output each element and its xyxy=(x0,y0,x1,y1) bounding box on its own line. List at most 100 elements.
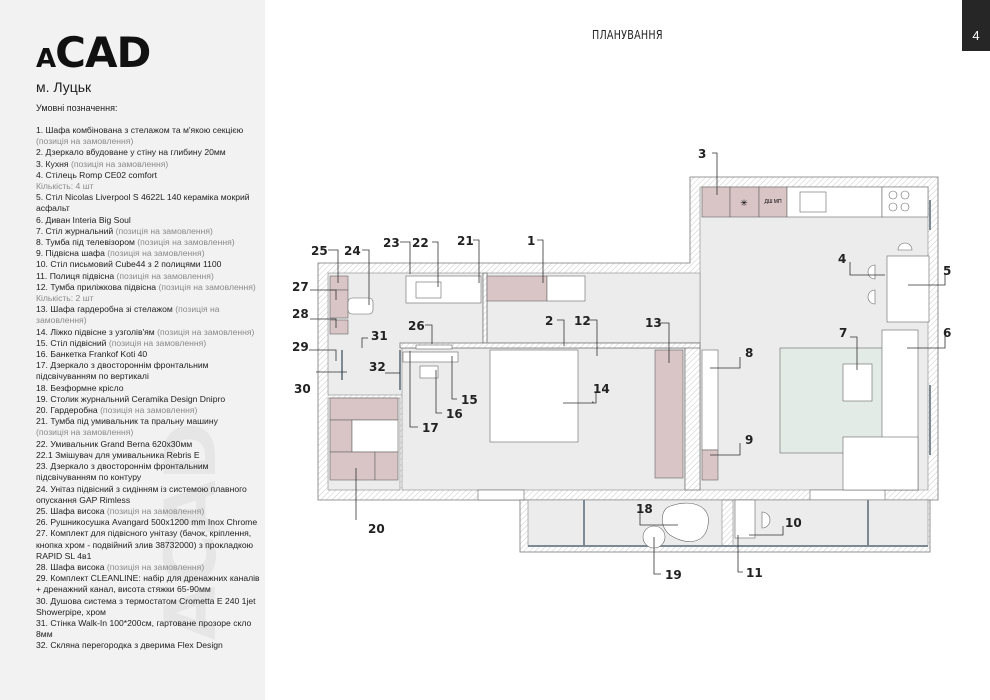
logo-prefix: A xyxy=(36,44,56,74)
legend-item-text: 21. Тумба під умивальник та пральну маши… xyxy=(36,416,218,427)
legend-item: 22.1 Змішувач для умивальника Rebris E xyxy=(36,450,261,461)
legend-item-text: 2. Дзеркало вбудоване у стіну на глибину… xyxy=(36,147,226,158)
legend-item-text: 15. Стіл підвісний xyxy=(36,337,109,348)
legend-item-text: 8. Тумба під телевізором xyxy=(36,237,138,248)
legend-item: 9. Підвісна шафа (позиція на замовлення) xyxy=(36,248,261,259)
legend-item-text: 22. Умивальник Grand Berna 620x30мм xyxy=(36,438,193,449)
callout-29: 29 xyxy=(292,340,309,354)
callout-2: 2 xyxy=(545,314,553,328)
legend-item: Кількість: 4 шт xyxy=(36,181,261,192)
legend-item: 10. Стіл письмовий Cube44 з 2 полицями 1… xyxy=(36,259,261,270)
legend-item-text: 13. Шафа гардеробна зі стелажом xyxy=(36,304,176,315)
legend-item: 1. Шафа комбінована з стелажом та м'якою… xyxy=(36,125,261,136)
callout-1: 1 xyxy=(527,234,535,248)
legend-item-text: 5. Стіл Nicolas Liverpool S 4622L 140 ке… xyxy=(36,192,250,214)
legend-item-text: 4. Стілець Romp CE02 comfort xyxy=(36,169,158,180)
callout-12: 12 xyxy=(574,314,591,328)
callout-18: 18 xyxy=(636,502,653,516)
legend-item: 16. Банкетка Frankof Koti 40 xyxy=(36,349,261,360)
callout-9: 9 xyxy=(745,433,753,447)
callout-27: 27 xyxy=(292,280,309,294)
callout-21: 21 xyxy=(457,234,474,248)
legend-item-text: 19. Столик журнальний Ceramika Design Dn… xyxy=(36,393,226,404)
legend-item: 11. Полиця підвісна (позиція на замовлен… xyxy=(36,271,261,282)
tv-unit xyxy=(701,349,719,451)
legend-item-text: 25. Шафа висока xyxy=(36,505,107,516)
logo: ACAD xyxy=(36,28,151,82)
legend-item-text: 26. Рушникосушка Avangard 500x1200 mm In… xyxy=(36,517,258,528)
legend-item: 5. Стіл Nicolas Liverpool S 4622L 140 ке… xyxy=(36,192,261,214)
legend-item: 20. Гардеробна (позиція на замовлення) xyxy=(36,405,261,416)
coffee-table xyxy=(842,363,873,402)
legend-item-text: 6. Диван Interia Big Soul xyxy=(36,214,131,225)
legend-item-note: (позиція на замовлення) xyxy=(36,136,134,147)
legend-item-text: 23. Дзеркало з двостороннім фронтальним … xyxy=(36,461,209,483)
legend-item-text: 18. Безформне крісло xyxy=(36,382,124,393)
callout-32: 32 xyxy=(369,360,386,374)
legend-item-text: 7. Стіл журнальний xyxy=(36,225,116,236)
callout-28: 28 xyxy=(292,307,309,321)
legend-item: 30. Душова система з термостатом Cromett… xyxy=(36,596,261,618)
legend-item: 12. Тумба приліжкова підвісна (позиція н… xyxy=(36,282,261,293)
legend-item: 14. Ліжко підвісне з узголів'ям (позиція… xyxy=(36,327,261,338)
legend-item: 24. Унітаз підвісний з сидінням із систе… xyxy=(36,484,261,506)
callout-5: 5 xyxy=(943,264,951,278)
legend-item-text: 27. Комплект для підвісного унітазу (бач… xyxy=(36,528,254,561)
callout-6: 6 xyxy=(943,326,951,340)
callout-22: 22 xyxy=(412,236,429,250)
legend-item: 4. Стілець Romp CE02 comfort xyxy=(36,170,261,181)
legend-item: 23. Дзеркало з двостороннім фронтальним … xyxy=(36,461,261,483)
legend-item-text: 9. Підвісна шафа xyxy=(36,248,108,259)
legend-item-text: 24. Унітаз підвісний з сидінням із систе… xyxy=(36,483,247,505)
legend-item-text: 20. Гардеробна xyxy=(36,405,101,416)
legend-item-note: (позиція на замовлення) xyxy=(137,237,235,248)
callouts xyxy=(309,152,946,575)
kitchen-cabinet xyxy=(701,186,731,218)
legend-item-note: (позиція на замовлення) xyxy=(108,337,207,348)
legend-item: 7. Стіл журнальний (позиція на замовленн… xyxy=(36,226,261,237)
legend-item-note: (позиція на замовлення) xyxy=(116,270,214,281)
legend-item-text: 28. Шафа висока xyxy=(36,561,107,572)
city: м. Луцьк xyxy=(36,79,92,95)
legend-item: 2. Дзеркало вбудоване у стіну на глибину… xyxy=(36,147,261,158)
legend-item: 17. Дзеркало з двостороннім фронтальним … xyxy=(36,360,261,382)
legend-item-note: (позиція на замовлення) xyxy=(158,281,256,292)
logo-main: CAD xyxy=(55,28,151,77)
callout-19: 19 xyxy=(665,568,682,582)
legend-item: 18. Безформне крісло xyxy=(36,383,261,394)
legend-item: (позиція на замовлення) xyxy=(36,136,261,147)
legend-item-text: 32. Скляна перегородка з дверима Flex De… xyxy=(36,640,223,651)
shelf-unit xyxy=(486,275,548,302)
oven-icon: ✳ xyxy=(740,198,748,208)
legend-item: 13. Шафа гардеробна зі стелажом (позиція… xyxy=(36,304,261,326)
callout-7: 7 xyxy=(839,326,847,340)
legend-item: 32. Скляна перегородка з дверима Flex De… xyxy=(36,640,261,651)
legend-item-note: Кількість: 2 шт xyxy=(36,293,94,304)
legend-item-note: (позиція на замовлення) xyxy=(70,158,169,169)
legend-item: 28. Шафа висока (позиція на замовлення) xyxy=(36,562,261,573)
legend-item-note: (позиція на замовлення) xyxy=(100,405,198,416)
legend-item: Кількість: 2 шт xyxy=(36,293,261,304)
legend-item-text: 30. Душова система з термостатом Cromett… xyxy=(36,595,256,617)
legend-item: 29. Комплект CLEANLINE: набір для дренаж… xyxy=(36,573,261,595)
wardrobe xyxy=(654,349,684,479)
bed xyxy=(489,349,579,443)
legend-item-text: 29. Комплект CLEANLINE: набір для дренаж… xyxy=(36,573,260,595)
legend-item-text: 31. Стінка Walk-In 100*200см, гартоване … xyxy=(36,617,252,640)
legend-item-text: 17. Дзеркало з двостороннім фронтальним … xyxy=(36,360,209,382)
legend-item: 8. Тумба під телевізором (позиція на зам… xyxy=(36,237,261,248)
desk xyxy=(734,499,756,539)
legend-item-text: 14. Ліжко підвісне з узголів'ям xyxy=(36,326,158,337)
legend-item-note: (позиція на замовлення) xyxy=(107,248,205,259)
dining-table xyxy=(886,255,930,323)
legend-item-note: (позиція на замовлення) xyxy=(115,225,213,236)
callout-3: 3 xyxy=(698,147,706,161)
callout-4: 4 xyxy=(838,252,846,266)
callout-31: 31 xyxy=(371,329,388,343)
callout-17: 17 xyxy=(422,421,439,435)
legend-item-note: (позиція на замовлення) xyxy=(157,326,255,337)
legend-item-note: (позиція на замовлення) xyxy=(106,561,205,572)
legend-item-text: 10. Стіл письмовий Cube44 з 2 полицями 1… xyxy=(36,259,222,270)
sidebar: ACAD ACAD м. Луцьк Умовні позначення: 1.… xyxy=(0,0,265,700)
